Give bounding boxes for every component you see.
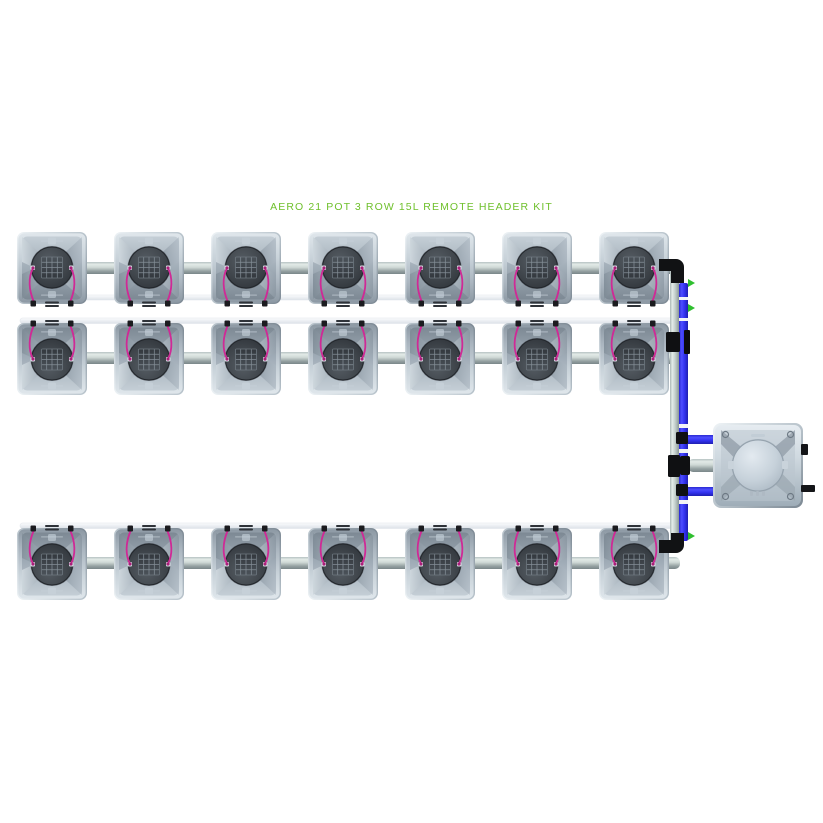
pot-row-1 (16, 231, 670, 308)
feed-line-row-2 (19, 317, 681, 324)
flow-marker-row-2 (688, 304, 695, 312)
manifold-fitting-3[interactable] (668, 455, 680, 477)
pot-18[interactable] (307, 524, 379, 601)
reservoir-links (680, 435, 718, 496)
pot-10[interactable] (210, 319, 282, 396)
flow-marker-row-1 (688, 279, 695, 287)
pot-20[interactable] (501, 524, 573, 601)
manifold-bottom-elbow (659, 533, 684, 553)
pipe-joint-e (679, 500, 688, 504)
page-title: AERO 21 POT 3 ROW 15L REMOTE HEADER KIT (270, 201, 553, 213)
remote-header-reservoir[interactable] (713, 423, 815, 508)
pot-4[interactable] (307, 231, 379, 308)
reservoir-feed-upper (688, 435, 718, 444)
feed-line-row-3 (19, 522, 681, 529)
pot-row-2 (16, 319, 670, 396)
reservoir-outlet-upper[interactable] (801, 444, 808, 455)
pipe-joint-a (679, 297, 688, 300)
manifold-fitting-4[interactable] (676, 484, 688, 496)
manifold-fitting-1[interactable] (666, 332, 680, 352)
manifold-return-pipe (670, 265, 679, 550)
manifold-fitting-2[interactable] (676, 432, 688, 444)
pot-11[interactable] (307, 319, 379, 396)
pipe-joint-d (679, 449, 688, 453)
reservoir-feed-lower (688, 487, 718, 496)
reservoir-return-middle (688, 459, 718, 472)
flow-marker-row-3 (688, 532, 695, 540)
reservoir-outlet-lower[interactable] (801, 485, 815, 492)
pot-17[interactable] (210, 524, 282, 601)
pot-row-3 (16, 524, 670, 601)
manifold-top-elbow (659, 259, 684, 283)
pot-15[interactable] (16, 524, 88, 601)
pot-16[interactable] (113, 524, 185, 601)
pot-13[interactable] (501, 319, 573, 396)
pot-2[interactable] (113, 231, 185, 308)
pot-6[interactable] (501, 231, 573, 308)
reservoir-return-collar (680, 456, 690, 475)
pot-12[interactable] (404, 319, 476, 396)
pipe-joint-b (679, 318, 688, 321)
pot-7[interactable] (598, 231, 670, 308)
vertical-header-manifold (659, 259, 695, 553)
pipe-joint-c (679, 424, 688, 428)
pot-1[interactable] (16, 231, 88, 308)
pot-3[interactable] (210, 231, 282, 308)
pot-19[interactable] (404, 524, 476, 601)
pot-5[interactable] (404, 231, 476, 308)
pot-8[interactable] (16, 319, 88, 396)
pot-14[interactable] (598, 319, 670, 396)
pot-21[interactable] (598, 524, 670, 601)
pot-9[interactable] (113, 319, 185, 396)
manifold-fitting-1b (684, 330, 690, 354)
